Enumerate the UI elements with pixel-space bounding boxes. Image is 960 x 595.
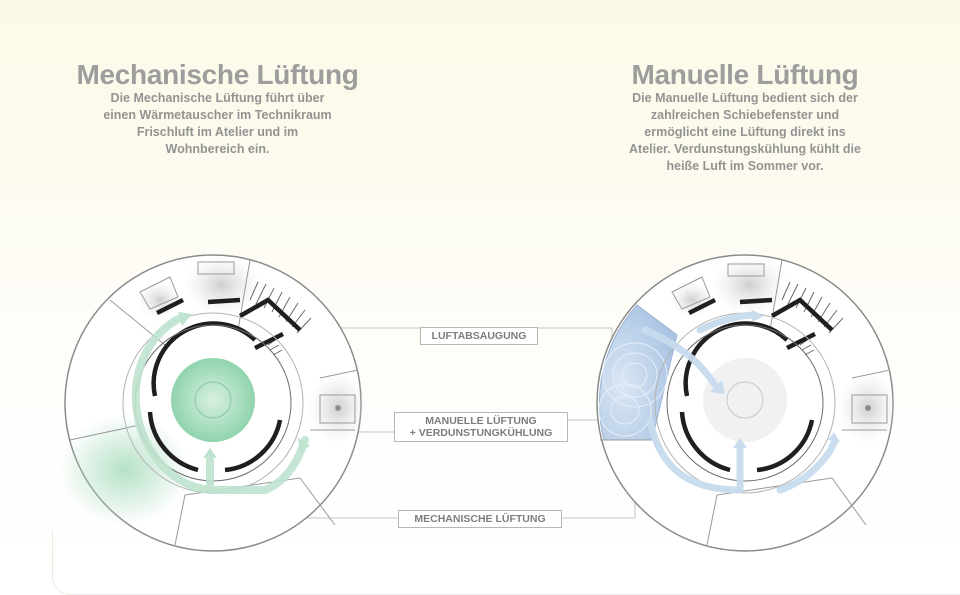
- manual-ventilation-title: Manuelle Lüftung: [631, 59, 859, 90]
- mechanical-ventilation-description: Die Mechanische Lüftung führt über einen…: [103, 91, 332, 156]
- label-luftabsaugung: LUFTABSAUGUNG: [420, 327, 538, 345]
- left-floor-plan: [60, 254, 368, 552]
- label-mechanische-lueftung: MECHANISCHE LÜFTUNG: [398, 510, 562, 528]
- manual-ventilation-description: Die Manuelle Lüftung bedient sich der za…: [629, 91, 861, 173]
- label-manuelle-lueftung: MANUELLE LÜFTUNG + VERDUNSTUNGKÜHLUNG: [394, 412, 568, 442]
- right-floor-plan: [596, 254, 898, 552]
- mechanical-ventilation-title: Mechanische Lüftung: [76, 59, 359, 90]
- mechanical-ventilation-block: Mechanische Lüftung Die Mechanische Lüft…: [40, 60, 395, 158]
- manual-ventilation-block: Manuelle Lüftung Die Manuelle Lüftung be…: [585, 60, 905, 175]
